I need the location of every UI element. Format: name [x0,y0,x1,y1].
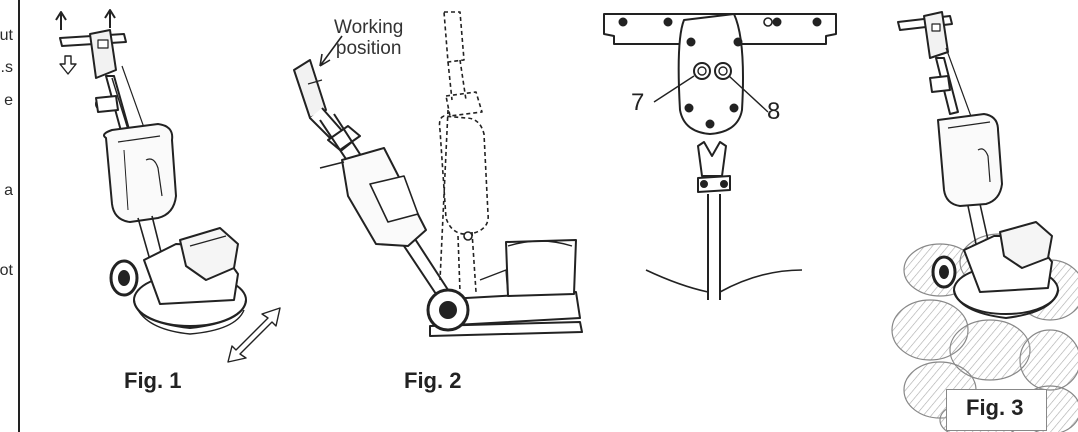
fig2-label: Fig. 2 [404,368,462,393]
callout-line-2: position [335,38,402,59]
handle-detail-drawing [603,13,837,300]
callout-7: 7 [631,89,645,116]
column-divider [18,0,20,432]
callout-line-1: Working [334,17,404,38]
text-fragment: e [4,92,13,109]
fig3-label: Fig. 3 [966,395,1024,420]
fig3-label-box [946,389,1047,431]
text-fragment: s. [0,59,13,76]
fig1-drawing [55,9,281,363]
text-fragment: a [4,182,13,199]
working-position-callout: Working position [334,17,403,59]
text-fragment: ot [0,262,13,279]
fig1-label: Fig. 1 [124,368,182,393]
fig3-drawing [891,11,1078,432]
callout-8: 8 [767,98,781,125]
text-fragment: ut [0,27,13,44]
fig2-drawing [293,11,583,337]
